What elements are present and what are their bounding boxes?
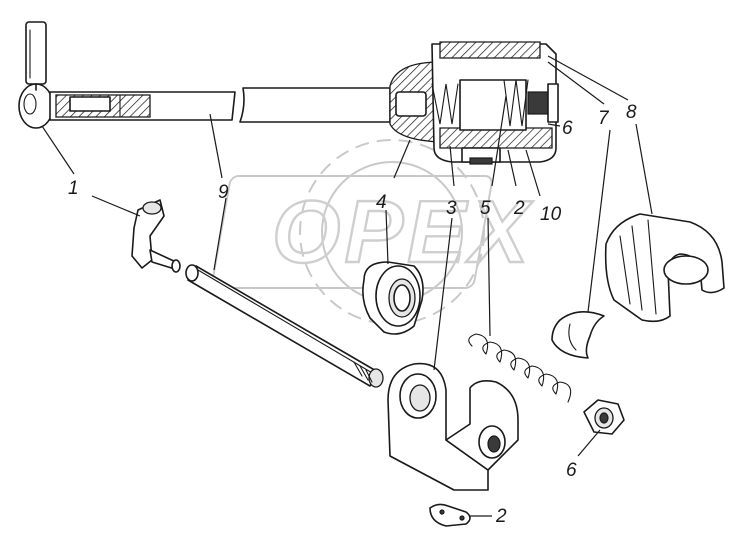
callout-10: 10 — [540, 204, 562, 225]
callout-2-bottom: 2 — [495, 506, 507, 527]
callout-6-bottom: 6 — [566, 460, 577, 481]
part-3-bracket — [387, 362, 519, 491]
callout-2-top: 2 — [513, 198, 525, 219]
housing-section — [389, 41, 559, 165]
part-8-cushion — [604, 213, 725, 323]
part-7-half-ring — [551, 311, 605, 359]
callout-4: 4 — [376, 192, 387, 213]
part-6-nut — [583, 399, 625, 435]
part-9-rod — [185, 264, 384, 388]
leader-lines — [41, 55, 653, 517]
callout-labels: 1 9 4 3 5 2 10 6 7 8 6 2 — [68, 102, 637, 527]
part-5-spring — [468, 333, 572, 403]
rod-assembled — [49, 87, 391, 123]
part-2-plate — [429, 503, 471, 527]
callout-5: 5 — [480, 198, 491, 219]
part-1-ball-pin — [131, 199, 181, 273]
ball-joint-assembled — [18, 21, 54, 129]
part-4-bushing — [362, 261, 424, 335]
callout-1: 1 — [68, 178, 79, 199]
callout-6-top: 6 — [562, 118, 573, 139]
callout-7: 7 — [598, 108, 610, 129]
callout-3: 3 — [446, 198, 457, 219]
callout-8: 8 — [626, 102, 637, 123]
assembled-section-view — [18, 21, 559, 165]
callout-9: 9 — [218, 182, 229, 203]
